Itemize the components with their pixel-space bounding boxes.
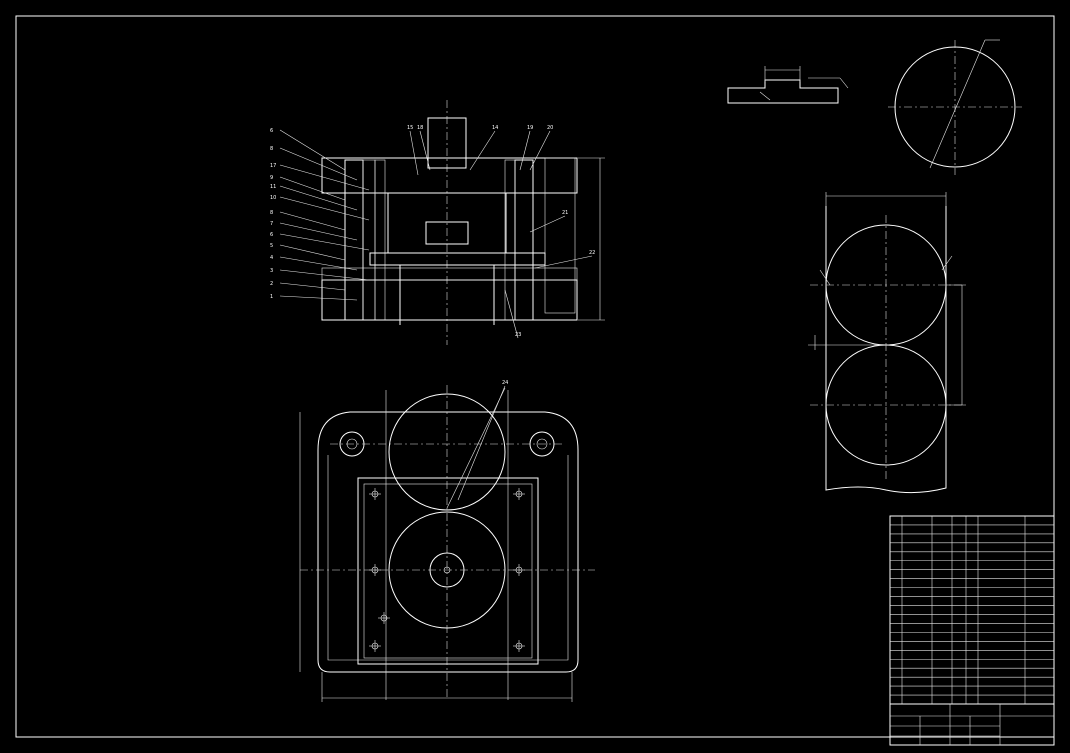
callout-number: 6 [270,128,273,134]
callout-number: 15 [407,125,413,131]
callout-number: 19 [527,125,533,131]
lower-plate [321,279,578,321]
part-profile-view[interactable] [727,66,849,104]
callout-number: 2 [270,281,273,287]
callout-number: 9 [270,175,273,181]
callout-number: 23 [515,332,521,338]
callout-number: 6 [270,232,273,238]
callout-number: 1 [270,294,273,300]
callouts-left: 6 8 17 9 11 10 8 7 6 5 4 3 2 1 [270,128,370,301]
callout-number: 8 [270,210,273,216]
callout-number: 8 [270,146,273,152]
callout-number: 11 [270,184,276,190]
callout-number: 5 [270,243,273,249]
callout-number: 18 [417,125,423,131]
drawing-border [15,15,1055,738]
blank-view[interactable] [888,39,1022,175]
strip-outline [825,206,947,494]
die-plate [369,252,546,266]
plan-inner-plate [357,477,539,665]
callout-number: 7 [270,221,273,227]
callout-number: 4 [270,255,273,261]
callout-number: 24 [502,380,508,386]
guide-post-right [514,159,534,321]
section-view[interactable] [321,100,605,345]
callout-number: 10 [270,195,276,201]
callout-number: 3 [270,268,273,274]
callout-number: 22 [589,250,595,256]
bill-of-materials[interactable] [889,515,1055,705]
callout-number: 21 [562,210,568,216]
title-block[interactable] [889,703,1055,746]
strip-layout-view[interactable] [808,192,966,494]
callout-number: 17 [270,163,276,169]
plan-view[interactable] [299,385,595,702]
callouts-right: 15 18 14 19 20 21 22 23 24 [407,125,595,501]
plan-outline [317,411,579,673]
callout-number: 14 [492,125,498,131]
callout-number: 20 [547,125,553,131]
